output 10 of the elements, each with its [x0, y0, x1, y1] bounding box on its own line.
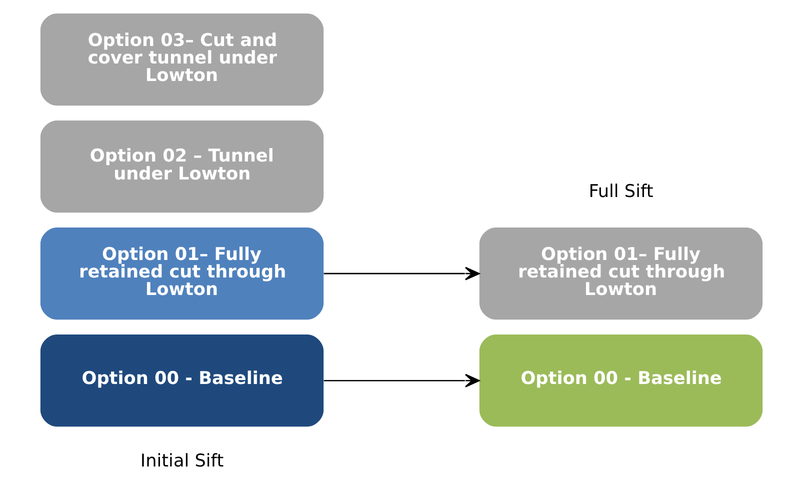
- arrow: [324, 266, 480, 280]
- node-box: Option 01– Fully retained cut through Lowton: [40, 228, 324, 320]
- label: Full Sift: [588, 182, 654, 202]
- arrow: [324, 374, 480, 388]
- node-box: Option 00 - Baseline: [479, 334, 763, 427]
- node-box: Option 02 – Tunnel under Lowton: [40, 120, 324, 213]
- node-box: Option 01– Fully retained cut through Lowton: [479, 228, 763, 320]
- node-box: Option 00 - Baseline: [40, 334, 324, 427]
- node-box: Option 03– Cut and cover tunnel under Lowton: [40, 13, 324, 106]
- label: Initial Sift: [140, 452, 224, 472]
